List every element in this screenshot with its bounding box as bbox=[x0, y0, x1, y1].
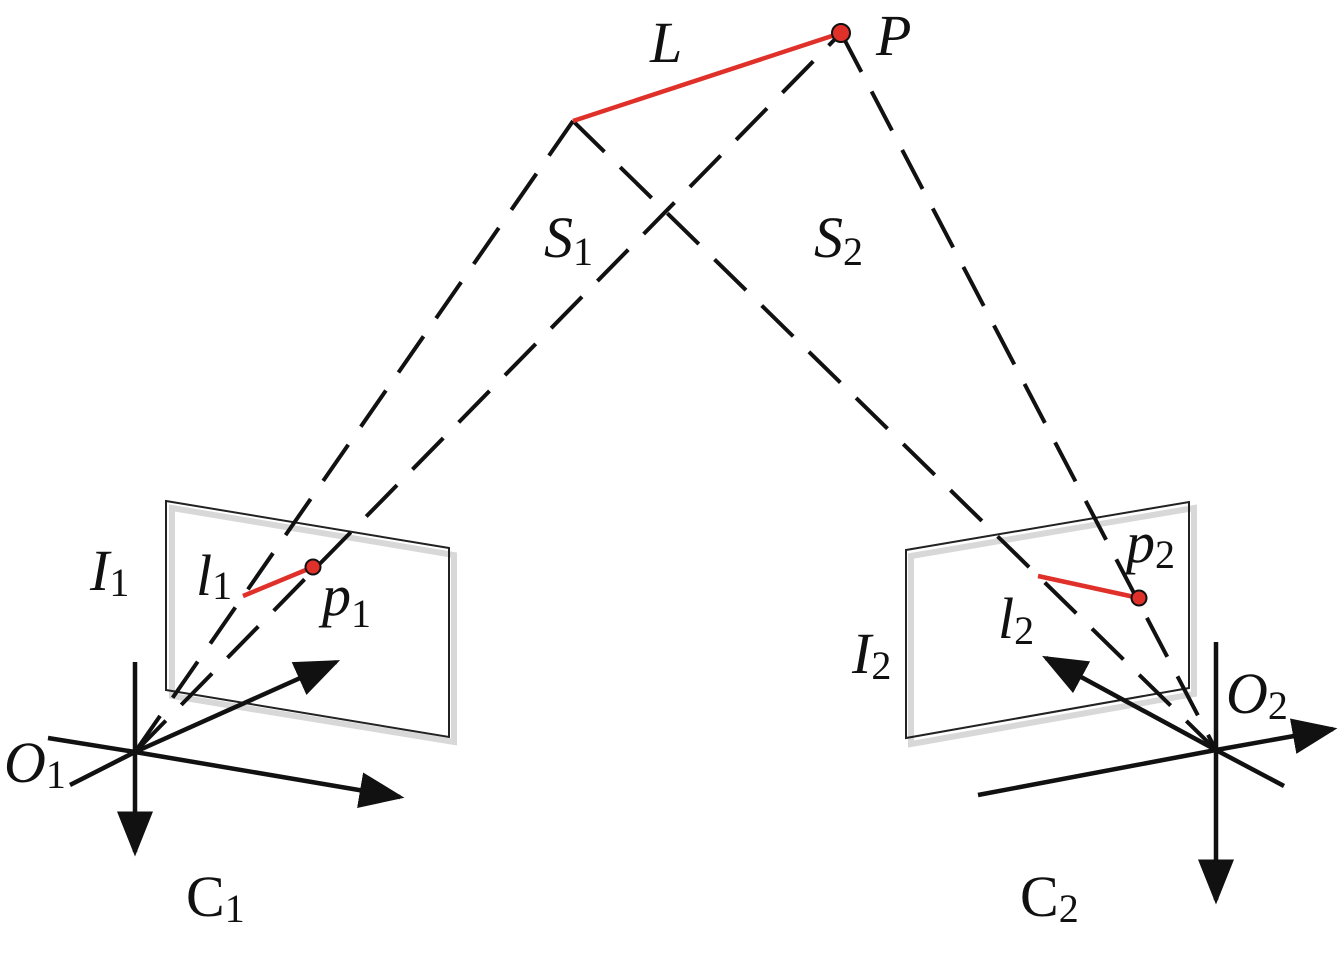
projection-rays bbox=[133, 31, 1218, 754]
line-l2 bbox=[1037, 573, 1140, 601]
label-I1: I1 bbox=[89, 538, 129, 605]
camera-1-axes bbox=[47, 659, 405, 857]
label-P: P bbox=[875, 3, 911, 68]
cam2-back-optical bbox=[1214, 748, 1286, 788]
highlight-segments bbox=[242, 30, 1140, 601]
camera-2-axes bbox=[977, 642, 1338, 905]
ray-L-end-to-O2 bbox=[571, 119, 1218, 752]
cam2-back-axis bbox=[977, 747, 1217, 798]
point-p2 bbox=[1130, 589, 1148, 607]
ray-P-to-O2 bbox=[839, 32, 1218, 751]
cam1-x-axis bbox=[134, 749, 405, 808]
ray-O1-to-P bbox=[133, 31, 843, 754]
line-L bbox=[572, 30, 842, 124]
label-O2: O2 bbox=[1226, 661, 1288, 728]
label-p1: p1 bbox=[318, 563, 371, 636]
label-L: L bbox=[649, 10, 682, 75]
label-I2: I2 bbox=[851, 621, 891, 688]
label-S1: S1 bbox=[544, 205, 593, 274]
point-P bbox=[831, 23, 851, 43]
label-C1: C1 bbox=[186, 864, 245, 931]
cam2-optical-axis bbox=[1042, 655, 1218, 752]
label-C2: C2 bbox=[1020, 864, 1079, 931]
cam1-back-optical bbox=[68, 749, 137, 788]
cam1-back-axis bbox=[47, 735, 136, 755]
label-p2: p2 bbox=[1122, 510, 1175, 577]
point-p1 bbox=[304, 558, 322, 576]
ray-O1-to-L-end bbox=[133, 119, 575, 754]
line-l1 bbox=[242, 564, 314, 599]
label-S2: S2 bbox=[814, 205, 863, 274]
label-O1: O1 bbox=[4, 730, 66, 797]
label-l1: l1 bbox=[196, 543, 232, 608]
image-plane-1 bbox=[165, 499, 457, 746]
cam2-x-axis bbox=[1215, 718, 1338, 754]
label-l2: l2 bbox=[998, 586, 1034, 653]
cam1-optical-axis bbox=[134, 659, 341, 755]
